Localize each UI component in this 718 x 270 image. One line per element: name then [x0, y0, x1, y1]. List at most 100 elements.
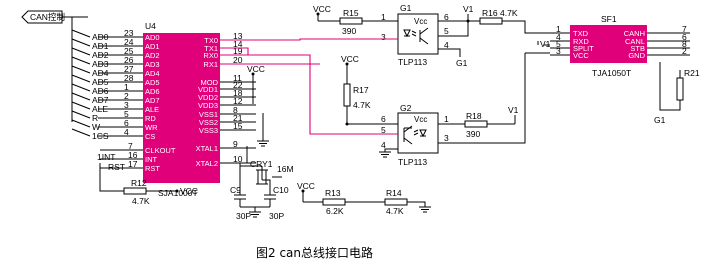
r16-ref: R16 [482, 8, 498, 18]
u4-right-pin-name: VSS3 [199, 126, 218, 135]
u4-right-pin-number: 18 [233, 88, 243, 98]
u4-right-pin-number: 12 [233, 96, 243, 106]
u4-right-pin-number: 21 [233, 113, 243, 123]
u4-left-pin-number: 2 [124, 91, 129, 101]
cap-ground-symbol [249, 211, 261, 218]
u4-lb-pin-name: CLKOUT [145, 146, 176, 155]
opto-g2-vcc: Vcc [414, 115, 427, 124]
u4-left-net-label: AD7 [92, 95, 109, 105]
u4-right-pin-name: VDD3 [198, 101, 218, 110]
opto-g2-transistor [403, 125, 413, 145]
r17-node-dot [345, 122, 349, 126]
can-bus-line [71, 16, 88, 122]
bus-fan-line [71, 47, 91, 56]
r17-ref: R17 [353, 85, 369, 95]
c9-capacitor [234, 183, 246, 207]
g2-pin5: 5 [381, 125, 386, 135]
u4-left-pin-number: 26 [124, 55, 134, 65]
u4-right-pin-name: TX1 [204, 44, 218, 53]
bus-fan-line [71, 74, 91, 83]
r17-vcc-label: VCC [341, 54, 359, 64]
r12-vcc-dot [175, 189, 179, 193]
c9-ref: C9 [230, 185, 241, 195]
g1-vcc-label: VCC [313, 4, 331, 14]
u4-right-pin-name: RX0 [203, 51, 218, 60]
u4-right-pin-name: VSS2 [199, 118, 218, 127]
g1-pin1: 1 [381, 12, 386, 22]
u4-left-net-label: AD2 [92, 50, 109, 60]
u4-right-pin-name: MOD [201, 78, 219, 87]
u4-left-pin-name: AD4 [145, 69, 160, 78]
r18-ref: R18 [466, 111, 482, 121]
u4-left-net-label: AD6 [92, 86, 109, 96]
sf1-left-pin-number: 4 [556, 32, 561, 42]
sf1-right-pin-name: GND [628, 51, 645, 60]
g1-v1-label: V1 [463, 4, 474, 14]
sf1-split-wire [537, 41, 550, 46]
r17-value: 4.7K [353, 100, 371, 110]
u4-left-pin-number: 24 [124, 37, 134, 47]
sf1-right-pin-number: 8 [682, 39, 687, 49]
r13-resistor [322, 198, 346, 206]
sf1-chip-body [570, 25, 647, 63]
sf1-right-pin-name: CANL [625, 37, 645, 46]
sf1-left-pin-number: 1 [556, 24, 561, 34]
g2-pin4: 4 [381, 140, 386, 150]
c9-value: 30P [236, 211, 251, 221]
u4-right-pin-name: XTAL2 [196, 159, 218, 168]
u4-right-pin-number: 22 [233, 80, 243, 90]
bus-fan-line [71, 38, 91, 47]
u4-part: SJA1000T [158, 188, 198, 198]
g1-out-wire [438, 20, 480, 37]
cry1-value: 16M [277, 164, 294, 174]
sf1-right-pin-name: STB [630, 44, 645, 53]
u4-left-pin-name: AD3 [145, 60, 160, 69]
g1-pin5: 5 [444, 26, 449, 36]
sf1-left-pin-name: SPLIT [573, 44, 594, 53]
g1-pin3: 3 [381, 32, 386, 42]
sf1-part: TJA1050T [592, 68, 631, 78]
opto-g2 [397, 112, 439, 154]
u4-left-pin-name: AD2 [145, 51, 160, 60]
xtal1-wire [239, 146, 256, 183]
sf1-txd-wire [502, 20, 550, 34]
u4-left-net-label: AD0 [92, 32, 109, 42]
u4-left-pin-number: 3 [124, 100, 129, 110]
opto-g1 [397, 13, 439, 55]
sf1-left-pin-number: 5 [556, 39, 561, 49]
r14-resistor [384, 198, 408, 206]
u4-left-pin-name: AD6 [145, 87, 160, 96]
u4-lb-pin-number: 16 [128, 150, 138, 160]
u4-left-net-label: AD3 [92, 59, 109, 69]
g1-pin4: 4 [444, 40, 449, 50]
g1-vcc-dot [316, 12, 320, 16]
g2-out-wire [438, 53, 526, 144]
r15-value: 390 [342, 26, 356, 36]
opto-g2-light-arrows [413, 129, 419, 136]
r15-resistor [339, 17, 363, 25]
u4-left-net-label: ALE [92, 104, 108, 114]
r13-ref: R13 [325, 188, 341, 198]
r12-vcc-label: VCC [180, 186, 198, 196]
bus-fan-line [71, 119, 91, 128]
u4-right-pin-number: 20 [233, 55, 243, 65]
int-pullup-wire [99, 170, 124, 192]
u4-left-pin-number: 25 [124, 46, 134, 56]
r13-vcc-dot [301, 189, 305, 193]
net-int-label: 1INT [97, 152, 115, 162]
r13-vcc-label: VCC [297, 181, 315, 191]
u4-left-pin-name: AD5 [145, 78, 160, 87]
r15-ref: R15 [343, 8, 359, 18]
u4-left-pin-name: AD0 [145, 33, 160, 42]
u4-right-pin-number: 14 [233, 39, 243, 49]
u4-left-pin-name: AD7 [145, 96, 160, 105]
u4-lb-pin-number: 17 [128, 159, 138, 169]
u4-left-pin-number: 6 [124, 118, 129, 128]
u4-right-pin-number: 11 [233, 73, 242, 83]
opto-g1-vcc: Vcc [414, 17, 427, 26]
u4-left-net-label: 1CS [92, 131, 109, 141]
g1-pin6: 6 [444, 12, 449, 22]
